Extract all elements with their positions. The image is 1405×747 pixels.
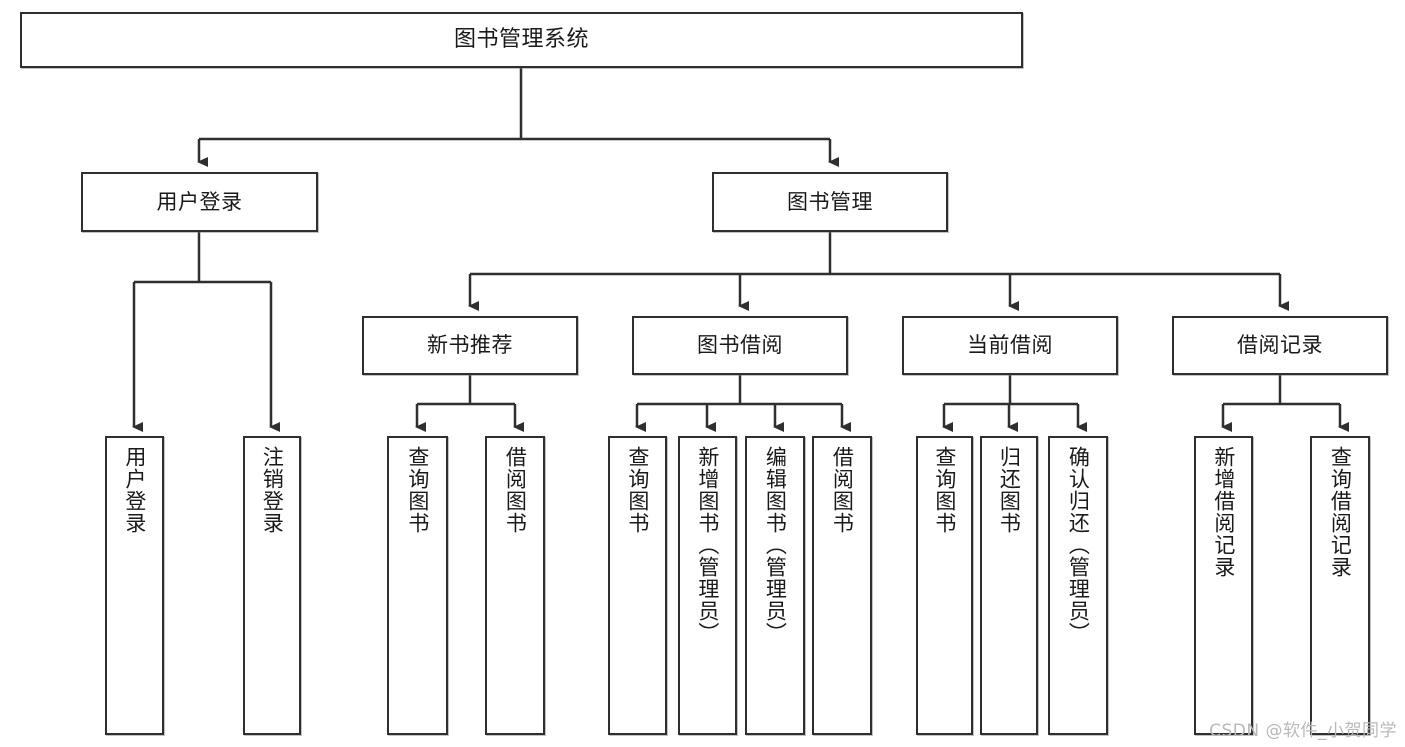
node-leaf-query-book-2[interactable]: 查询图书: [608, 436, 667, 735]
node-label: 用户登录: [156, 189, 243, 214]
node-label: 新增借阅记录: [1211, 446, 1236, 578]
node-leaf-user-logout[interactable]: 注销登录: [243, 436, 301, 735]
node-label: 借阅图书: [830, 446, 855, 534]
node-leaf-edit-book[interactable]: 编辑图书（管理员）: [745, 436, 805, 735]
node-borrow-record[interactable]: 借阅记录: [1172, 316, 1388, 375]
node-label: 图书管理系统: [453, 27, 589, 53]
node-label: 用户登录: [122, 446, 147, 534]
node-label: 归还图书: [997, 446, 1022, 534]
node-label: 查询图书: [405, 446, 430, 534]
node-book-borrow[interactable]: 图书借阅: [632, 316, 848, 375]
node-root-system[interactable]: 图书管理系统: [20, 12, 1023, 68]
node-leaf-user-login[interactable]: 用户登录: [105, 436, 164, 735]
node-leaf-confirm-return[interactable]: 确认归还（管理员）: [1048, 436, 1108, 735]
node-label: 查询借阅记录: [1328, 446, 1353, 578]
node-user-login[interactable]: 用户登录: [81, 172, 318, 232]
node-label: 图书管理: [787, 189, 873, 214]
node-leaf-borrow-book-1[interactable]: 借阅图书: [485, 436, 545, 735]
node-leaf-add-book[interactable]: 新增图书（管理员）: [678, 436, 737, 735]
node-label: 确认归还（管理员）: [1066, 446, 1091, 644]
node-current-borrow[interactable]: 当前借阅: [902, 316, 1118, 375]
node-book-manage[interactable]: 图书管理: [712, 172, 948, 232]
node-label: 当前借阅: [967, 333, 1053, 358]
watermark-text: CSDN @软件_小贺同学: [1209, 721, 1397, 741]
node-label: 编辑图书（管理员）: [763, 446, 788, 644]
node-label: 借阅记录: [1237, 333, 1323, 358]
node-label: 新书推荐: [427, 333, 513, 358]
node-leaf-query-book-3[interactable]: 查询图书: [916, 436, 973, 735]
node-label: 新增图书（管理员）: [695, 446, 720, 644]
node-label: 图书借阅: [697, 333, 783, 358]
node-leaf-query-book-1[interactable]: 查询图书: [387, 436, 448, 735]
node-leaf-query-record[interactable]: 查询借阅记录: [1310, 436, 1370, 735]
node-new-book-recommend[interactable]: 新书推荐: [362, 316, 578, 375]
node-leaf-borrow-book-2[interactable]: 借阅图书: [812, 436, 872, 735]
node-label: 查询图书: [932, 446, 957, 534]
node-label: 查询图书: [625, 446, 650, 534]
node-label: 借阅图书: [503, 446, 528, 534]
node-leaf-return-book[interactable]: 归还图书: [980, 436, 1038, 735]
node-leaf-add-record[interactable]: 新增借阅记录: [1194, 436, 1253, 735]
node-label: 注销登录: [260, 446, 285, 534]
